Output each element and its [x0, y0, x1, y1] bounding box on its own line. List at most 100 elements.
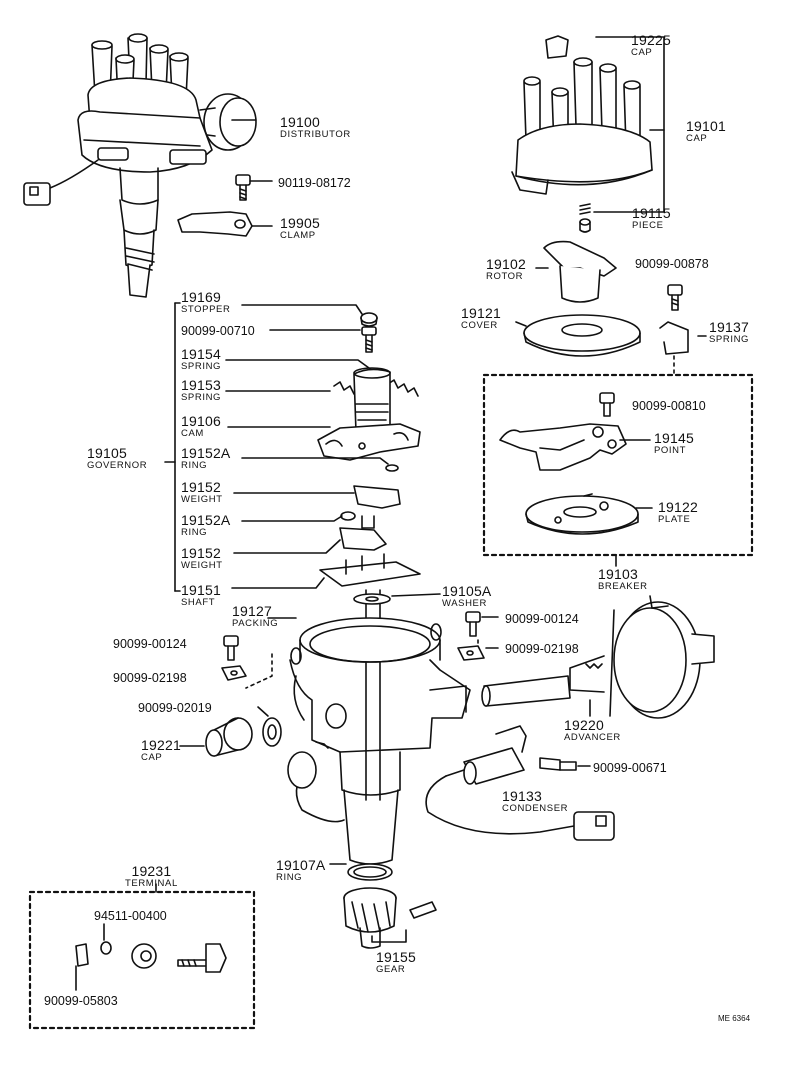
callout-cap-19221: 19221 CAP [141, 738, 181, 763]
callout-screw-90099-00710: 90099-00710 [181, 323, 255, 339]
part-number: 19133 [502, 788, 542, 804]
screw-90099-00124-right-drawing [465, 611, 499, 637]
part-number: 19152A [181, 445, 231, 461]
spring-19137-drawing [659, 321, 707, 355]
part-number: 19115 [632, 205, 671, 221]
part-number: 19225 [631, 32, 671, 48]
callout-spring-19137: 19137 SPRING [709, 320, 749, 345]
part-name: POINT [654, 445, 687, 456]
callout-ring-19107a: 19107A RING [276, 858, 325, 883]
part-name: CAP [141, 752, 163, 763]
shaft-19151-drawing [231, 553, 421, 801]
callout-ring-19152a-top: 19152A RING [181, 446, 230, 471]
callout-weight-19152-bottom: 19152 WEIGHT [181, 546, 223, 571]
callout-terminal-19231: 19231 TERMINAL [125, 864, 178, 889]
callout-spring-19153: 19153 SPRING [181, 378, 221, 403]
terminal-group-outline [28, 890, 256, 1030]
callout-spring-19154: 19154 SPRING [181, 347, 221, 372]
part-number: 19105A [442, 583, 492, 599]
part-name: CLAMP [280, 230, 316, 241]
drawing-code: ME 6364 [718, 1014, 751, 1023]
callout-washer-90099-02198-right: 90099-02198 [505, 641, 579, 657]
part-name: RING [181, 527, 208, 538]
part-name: WEIGHT [181, 560, 223, 571]
part-number: 19221 [141, 737, 181, 753]
callout-cover-19121: 19121 COVER [461, 306, 501, 331]
callout-screw-90099-00810: 90099-00810 [632, 398, 706, 414]
part-name: BREAKER [598, 581, 648, 592]
callout-condenser-19133: 19133 CONDENSER [502, 789, 568, 814]
cam-19106-drawing [227, 367, 421, 461]
part-name: PACKING [232, 618, 279, 629]
part-number: 19905 [280, 215, 320, 231]
washer-90099-02198-right-drawing [457, 645, 499, 661]
terminal-19231-parts-drawing [75, 923, 227, 991]
ring-19107a-drawing [329, 863, 393, 881]
ring-19152a-bottom-drawing [241, 511, 356, 522]
part-name: RING [181, 460, 208, 471]
part-name: CAP [631, 47, 653, 58]
part-number: 19220 [564, 717, 604, 733]
rotor-19102-drawing [535, 240, 617, 303]
part-name: DISTRIBUTOR [280, 129, 351, 140]
part-number: 19137 [709, 319, 749, 335]
callout-rotor-19102: 19102 ROTOR [486, 257, 526, 282]
part-number: 90099-00124 [113, 637, 187, 651]
part-name: CAM [181, 428, 204, 439]
ring-19152a-top-drawing [241, 457, 399, 472]
screw-90099-00124-left-drawing [223, 635, 239, 661]
part-name: SPRING [181, 392, 222, 403]
part-number: 90099-00810 [632, 399, 706, 413]
ring-90099-02019-drawing [257, 706, 282, 747]
part-number: 19101 [686, 118, 726, 134]
part-number: 19121 [461, 305, 501, 321]
screw-90099-00810-drawing [599, 392, 615, 417]
cover-19121-drawing [515, 314, 641, 357]
part-name: CAP [686, 133, 708, 144]
condenser-19133-drawing [287, 725, 615, 841]
gear-19155-drawing [343, 887, 437, 949]
part-number: 90099-00710 [181, 324, 255, 338]
callout-cam-19106: 19106 CAM [181, 414, 221, 439]
part-number: 19154 [181, 346, 221, 362]
callout-packing-19127: 19127 PACKING [232, 604, 278, 629]
part-name: GOVERNOR [87, 460, 148, 471]
part-number: 19153 [181, 377, 221, 393]
part-number: 19145 [654, 430, 694, 446]
callout-shaft-19151: 19151 SHAFT [181, 583, 221, 608]
callout-cap-19101: 19101 CAP [686, 119, 726, 144]
governor-bracket [164, 302, 181, 592]
part-number: 19102 [486, 256, 526, 272]
callout-screw-90099-00124-right: 90099-00124 [505, 611, 579, 627]
part-number: 19152 [181, 545, 221, 561]
part-number: 19169 [181, 289, 221, 305]
point-19145-drawing [499, 423, 651, 471]
part-number: 90099-05803 [44, 994, 118, 1008]
clamp-19905-drawing [177, 211, 273, 237]
part-name: SPRING [181, 361, 222, 372]
part-name: PIECE [632, 220, 664, 231]
cap-19101-drawing [511, 35, 653, 233]
stopper-19169-drawing [241, 304, 378, 327]
part-number: 19127 [232, 603, 272, 619]
callout-nut-90099-05803: 90099-05803 [44, 993, 118, 1009]
part-number: 90119-08172 [278, 176, 351, 190]
housing-drawing [267, 617, 471, 865]
part-number: 90099-02019 [138, 701, 212, 715]
callout-breaker-19103: 19103 BREAKER [598, 567, 648, 592]
part-number: 19100 [280, 114, 320, 130]
part-name: ROTOR [486, 271, 524, 282]
callout-washer-90099-02198-left: 90099-02198 [113, 670, 187, 686]
leader-cap-group [593, 36, 665, 213]
part-number: 90099-02198 [113, 671, 187, 685]
callout-washer-19105a: 19105A WASHER [442, 584, 491, 609]
part-number: 19106 [181, 413, 221, 429]
callout-bolt-90099-00671: 90099-00671 [593, 760, 667, 776]
part-name: WEIGHT [181, 494, 223, 505]
callout-screw-90099-00124-left: 90099-00124 [113, 636, 187, 652]
callout-clamp-19905: 19905 CLAMP [280, 216, 320, 241]
callout-ring-19152a-bottom: 19152A RING [181, 513, 230, 538]
part-number: 94511-00400 [94, 909, 167, 923]
